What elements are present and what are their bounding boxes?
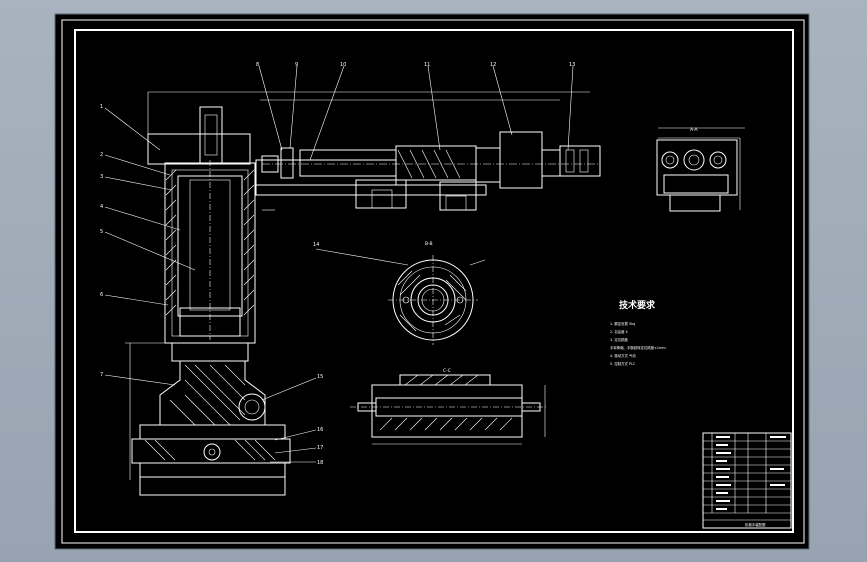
callout-13: 13 [569,62,575,68]
left-leaders [104,107,317,463]
inner-frame [74,29,794,533]
section-label-b: B-B [425,241,433,247]
note-line-5: 4. 驱动方式 气动 [610,353,636,358]
callout-16: 16 [317,427,323,433]
callout-2: 2 [100,152,103,158]
drawing-sheet [54,13,810,550]
section-c-view: C-C [350,368,548,445]
callout-3: 3 [100,174,103,180]
callout-14: 14 [313,242,319,248]
callout-17: 17 [317,445,323,451]
top-callout-labels: 8 9 10 11 12 13 [256,62,575,68]
callout-18: 18 [317,460,323,466]
left-callout-labels: 1 2 3 4 5 6 7 15 16 17 18 [100,104,323,466]
title-block: 机械手装配图 [702,432,792,529]
callout-5: 5 [100,229,103,235]
callout-1: 1 [100,104,103,110]
callout-6: 6 [100,292,103,298]
callout-8: 8 [256,62,259,68]
callout-7: 7 [100,372,103,378]
callout-12: 12 [490,62,496,68]
technical-requirements: 技术要求 1. 额定负载 5kg 2. 自由度 4 3. 定位精度 手臂伸缩、手… [610,299,666,366]
note-line-1: 1. 额定负载 5kg [610,321,635,326]
section-b-view: B-B 14 [313,241,486,345]
top-leaders [258,65,574,161]
note-line-4: 手臂伸缩、手腕回转定位精度±1mm [610,345,666,350]
arm-assembly [255,131,601,211]
outer-frame [61,19,805,544]
section-label-c: C-C [443,368,451,374]
note-line-2: 2. 自由度 4 [610,329,628,334]
callout-9: 9 [295,62,298,68]
column-assembly [125,91,590,496]
section-label-a: A-A [690,127,699,133]
callout-11: 11 [424,62,430,68]
tech-title: 技术要求 [619,299,656,311]
callout-4: 4 [100,204,103,210]
note-line-6: 5. 控制方式 PLC [610,361,636,366]
note-line-3: 3. 定位精度 [610,337,628,342]
title-block-caption: 机械手装配图 [745,522,766,527]
end-view: A-A [656,127,745,212]
callout-10: 10 [340,62,346,68]
callout-15: 15 [317,374,323,380]
